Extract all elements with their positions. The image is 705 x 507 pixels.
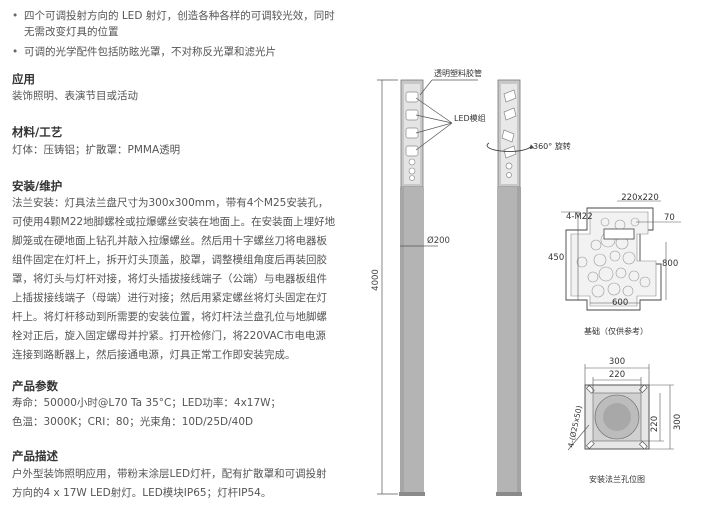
description-heading: 产品描述 <box>12 449 58 463</box>
feature-bullet-2: • 可调的光学配件包括防眩光罩，不对称反光罩和滤光片 <box>12 44 362 60</box>
dim-foundation-450: 450 <box>548 253 564 263</box>
label-pmma-tube: 透明塑料胶管 <box>434 68 482 78</box>
feature-bullet-1: • 四个可调投射方向的 LED 射灯，创造各种各样的可调较光效，同时 无需改变灯… <box>12 8 362 40</box>
pole-front-view <box>399 79 425 496</box>
label-led-module: LED模组 <box>454 113 486 123</box>
feature-text-1b: 无需改变灯具的位置 <box>24 26 119 38</box>
dim-height-label: 4000 <box>371 269 381 291</box>
bullet-dot: • <box>12 10 19 22</box>
label-rotate: 360° 旋转 <box>533 141 571 151</box>
install-line: 连接到路断器上，然后接通电源，灯具正常工作即安装完成。 <box>12 349 296 361</box>
led-module-icon <box>405 91 419 157</box>
pole-side-view <box>496 79 522 496</box>
bullet-dot: • <box>12 46 19 58</box>
callout-lines <box>415 79 478 151</box>
feature-text-2: 可调的光学配件包括防眩光罩，不对称反光罩和滤光片 <box>24 46 276 58</box>
foundation-drawing <box>561 200 681 311</box>
dim-flange-220-side: 220 <box>650 416 660 432</box>
flange-drawing <box>567 364 674 451</box>
dim-flange-300-top: 300 <box>609 357 625 367</box>
foundation-caption: 基础（仅供参考） <box>584 326 648 336</box>
dim-foundation-800: 800 <box>662 259 678 269</box>
description-line: 方向的4 x 17W LED射灯。LED模块IP65；灯杆IP54。 <box>12 487 272 499</box>
install-line: 罩，将灯头与灯杆对接，将灯头插拔接线端子（公端）与电器板组件 <box>12 273 327 285</box>
install-text: 法兰安装：灯具法兰盘尺寸为300x300mm，带有4个M25安装孔， 可使用4颗… <box>12 194 357 365</box>
install-line: 组件固定在灯杆上，拆开灯头顶盖，胶罩，调整模组角度后再装回胶 <box>12 254 327 266</box>
description-text: 户外型装饰照明应用，带粉末涂层LED灯杆，配有扩散罩和可调投射 方向的4 x 1… <box>12 465 357 503</box>
description-line: 户外型装饰照明应用，带粉末涂层LED灯杆，配有扩散罩和可调投射 <box>12 468 327 480</box>
install-line: 可使用4颗M22地脚螺栓或拉爆螺丝安装在地面上。在安装面上埋好地 <box>12 216 336 228</box>
params-text: 寿命：50000小时@L70 Ta 35°C；LED功率：4x17W； 色温：3… <box>12 394 357 432</box>
material-text: 灯体：压铸铝；扩散罩：PMMA透明 <box>12 144 181 156</box>
params-line: 色温：3000K；CRI：80；光束角：10D/25D/40D <box>12 416 254 428</box>
dim-flange-holes: 4-(Ø25x50) <box>566 405 584 449</box>
install-line: 杆上。将灯杆移动到所需要的安装位置，将灯杆法兰盘孔位与地脚螺 <box>12 311 327 323</box>
dim-foundation-bolt: 4-M22 <box>566 212 593 222</box>
dim-foundation-top: 220x220 <box>621 193 658 203</box>
params-heading: 产品参数 <box>12 379 58 393</box>
dim-foundation-600: 600 <box>612 298 628 308</box>
params-line: 寿命：50000小时@L70 Ta 35°C；LED功率：4x17W； <box>12 397 282 409</box>
install-heading: 安装/维护 <box>12 179 63 193</box>
flange-caption: 安装法兰孔位图 <box>589 474 645 484</box>
rotate-arrow-icon <box>486 142 535 152</box>
install-line: 栓对正后，旋入固定螺母并拧紧。打开检修门，将220VAC市电电源 <box>12 330 326 342</box>
dim-diameter-label: Ø200 <box>427 235 450 246</box>
dim-flange-300-side: 300 <box>673 414 683 430</box>
feature-text-1a: 四个可调投射方向的 LED 射灯，创造各种各样的可调较光效，同时 <box>24 10 335 22</box>
height-dimension <box>377 79 398 495</box>
application-text: 装饰照明、表演节目或活动 <box>12 90 138 102</box>
install-line: 上插拔接线端子（母端）进行对接；然后用紧定螺丝将灯头固定在灯 <box>12 292 327 304</box>
dim-foundation-70: 70 <box>664 213 675 223</box>
dim-flange-220-top: 220 <box>609 370 625 380</box>
material-heading: 材料/工艺 <box>12 125 63 139</box>
install-line: 法兰安装：灯具法兰盘尺寸为300x300mm，带有4个M25安装孔， <box>12 197 329 209</box>
install-line: 脚笼或在硬地面上钻孔并敲入拉爆螺丝。然后用十字螺丝刀将电器板 <box>12 235 327 247</box>
application-heading: 应用 <box>12 72 35 86</box>
